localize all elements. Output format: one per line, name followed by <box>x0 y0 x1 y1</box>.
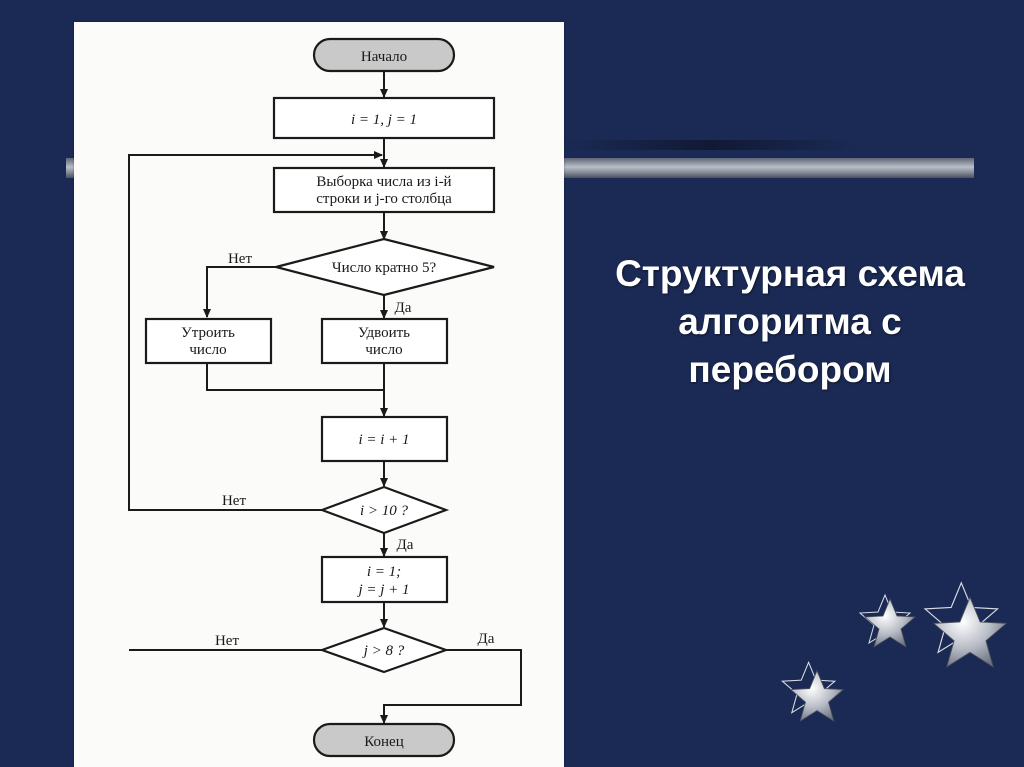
cond1-no-label: Нет <box>228 251 252 267</box>
flowchart-connectors <box>128 71 522 724</box>
start-label: Начало <box>361 49 407 65</box>
end-label: Конец <box>364 734 403 750</box>
star-icon-1 <box>858 593 917 648</box>
stars-decoration <box>781 581 1008 723</box>
cond1-label: Число кратно 5? <box>332 260 437 276</box>
title-line-3: перебором <box>688 349 892 390</box>
select-label-line1: Выборка числа из i-й <box>316 174 451 190</box>
double-label-line2: число <box>365 342 402 358</box>
cond2-no-label: Нет <box>222 493 246 509</box>
triple-block <box>144 317 273 365</box>
triple-label-line2: число <box>189 342 226 358</box>
arrow-cond2-no-loop <box>128 151 383 511</box>
flowchart-labels: Начало i = 1, j = 1 Выборка числа из i-й… <box>181 49 495 750</box>
select-block <box>272 166 496 214</box>
cond1-yes-label: Да <box>395 300 412 316</box>
cond3-diamond <box>318 626 450 674</box>
select-label-line2: строки и j-го столбца <box>316 191 452 207</box>
flowchart: Начало i = 1, j = 1 Выборка числа из i-й… <box>128 37 522 758</box>
star-icon-3 <box>781 660 845 723</box>
cond2-diamond <box>318 485 450 535</box>
double-label-line1: Удвоить <box>358 325 410 341</box>
start-terminal <box>312 37 456 73</box>
increment-block <box>320 415 449 463</box>
slide-title: Структурная схема алгоритма с перебором <box>580 250 1000 394</box>
star-icon-2 <box>923 581 1008 668</box>
cond2-yes-label: Да <box>397 537 414 553</box>
reset-label-line2: j = j + 1 <box>356 582 409 598</box>
scanned-page <box>74 22 564 767</box>
init-label: i = 1, j = 1 <box>351 112 417 128</box>
cond1-diamond <box>271 237 495 297</box>
increment-label: i = i + 1 <box>358 432 409 448</box>
decorative-shadow <box>560 140 860 150</box>
arrow-cond1-no <box>203 266 276 318</box>
reset-block <box>320 555 449 604</box>
reset-label-line1: i = 1; <box>367 564 401 580</box>
cond3-yes-label: Да <box>478 631 495 647</box>
title-line-2: алгоритма с <box>678 301 902 342</box>
init-block <box>272 96 496 140</box>
cond3-label: j > 8 ? <box>362 643 405 659</box>
double-block <box>320 317 449 365</box>
arrow-cond3-yes <box>380 649 522 724</box>
cond3-no-label: Нет <box>215 633 239 649</box>
title-line-1: Структурная схема <box>615 253 965 294</box>
cond2-label: i > 10 ? <box>360 503 409 519</box>
line-triple-merge <box>206 362 384 391</box>
triple-label-line1: Утроить <box>181 325 235 341</box>
flowchart-shapes <box>144 37 496 758</box>
end-terminal <box>312 722 456 758</box>
